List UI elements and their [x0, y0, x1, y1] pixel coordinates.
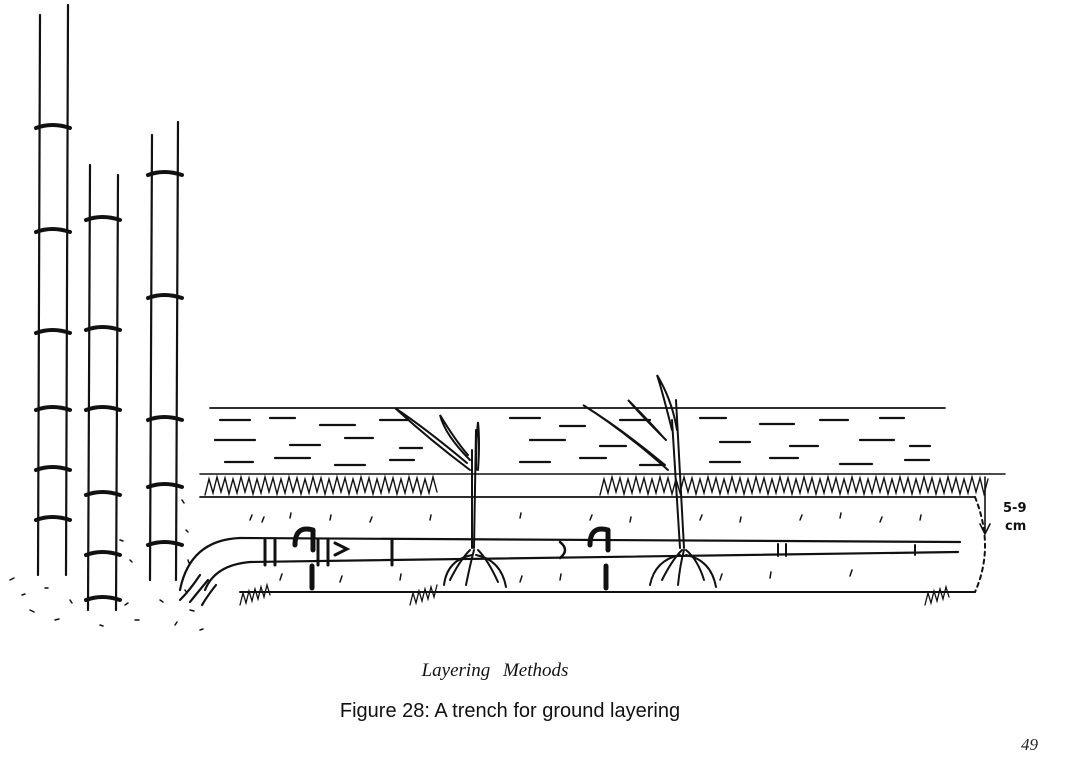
figure-caption: Figure 28: A trench for ground layering	[0, 700, 1020, 723]
trench	[240, 497, 985, 605]
bamboo-culm-middle	[86, 165, 120, 610]
trench-layering-illustration	[0, 0, 1072, 640]
layered-culm	[180, 529, 960, 605]
depth-label-unit: cm	[1005, 520, 1026, 534]
depth-label-value: 5-9	[1003, 502, 1027, 516]
bamboo-culm-tall	[36, 5, 70, 575]
page-number: 49	[1021, 735, 1038, 755]
bamboo-culm-short	[148, 122, 182, 580]
section-title: Layering Methods	[0, 660, 990, 682]
soil-surface	[200, 408, 1005, 497]
